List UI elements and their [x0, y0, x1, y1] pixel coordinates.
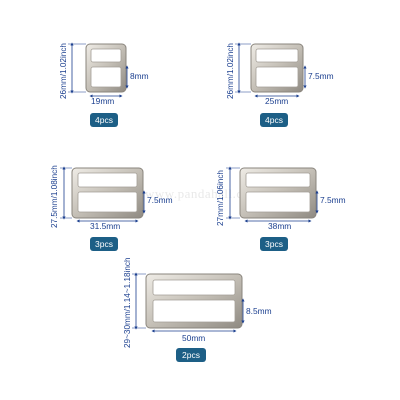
height-dimension-label: 26mm/1.02inch [59, 43, 68, 99]
slot-dimension-label: 7.5mm [308, 71, 334, 81]
slot-dimension-label: 8.5mm [246, 306, 272, 316]
quantity-badge: 3pcs [90, 237, 118, 251]
height-dimension-label: 29~30mm/1.14~1.18inch [123, 257, 132, 348]
quantity-badge: 4pcs [260, 113, 288, 127]
slot-dimension-label: 8mm [130, 71, 149, 81]
buckle-50mm [145, 273, 243, 329]
width-dimension-label: 31.5mm [90, 221, 120, 231]
height-dimension-label: 26mm/1.02inch [226, 43, 235, 99]
slot-dimension-label: 7.5mm [320, 195, 346, 205]
width-dimension-label: 38mm [268, 221, 291, 231]
buckle-19mm [85, 43, 127, 93]
height-dimension-label: 27.5mm/1.08inch [50, 165, 59, 228]
buckle-38mm [239, 167, 317, 219]
quantity-badge: 4pcs [90, 113, 118, 127]
width-dimension-label: 50mm [182, 333, 205, 343]
quantity-badge: 2pcs [176, 348, 206, 362]
height-dimension-label: 27mm/1.06inch [216, 170, 225, 226]
width-dimension-label: 19mm [91, 96, 114, 106]
buckle-31-5mm [71, 167, 144, 219]
buckle-25mm [250, 43, 304, 93]
width-dimension-label: 25mm [265, 96, 288, 106]
slot-dimension-label: 7.5mm [147, 195, 173, 205]
quantity-badge: 3pcs [260, 237, 288, 251]
